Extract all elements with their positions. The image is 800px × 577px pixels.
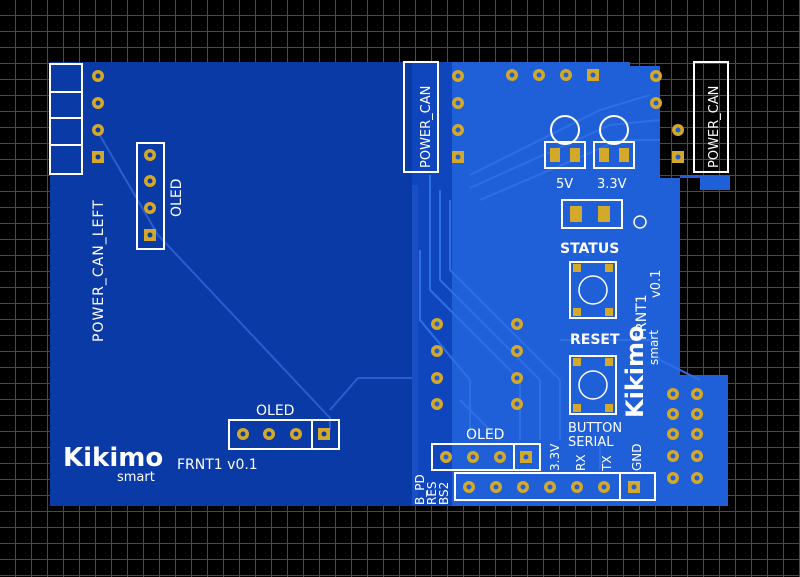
oled-vertical-header: [136, 142, 165, 250]
right-brand-sub: smart: [647, 330, 661, 365]
pin-label-bs2: BS2: [437, 482, 451, 505]
oled-horizontal-header: [228, 419, 340, 450]
right-via-dots: [412, 185, 418, 505]
right-oled-label: OLED: [466, 427, 504, 443]
status-led: [561, 199, 647, 229]
led-3v3-label: 3.3V: [597, 177, 627, 192]
pin-label-b-pd: B_PD: [413, 474, 427, 505]
right-brand-logo: Kikimo: [621, 325, 649, 418]
left-brand-logo: Kikimo: [63, 443, 163, 473]
reset-label: RESET: [570, 332, 620, 348]
right-oled-header: [431, 443, 541, 471]
pin-label-3v3: 3.3V: [548, 443, 562, 471]
serial-label: SERIAL: [568, 435, 614, 450]
serial-header: [454, 472, 656, 501]
top-pin-header: [506, 69, 599, 81]
power-can-connector-left: [403, 61, 464, 173]
oled-horizontal-label: OLED: [256, 403, 294, 419]
left-board: POWER_CAN_LEFT OLED OLED Kikimo smart FR…: [49, 62, 412, 506]
status-label: STATUS: [560, 241, 619, 257]
left-board-substrate: [50, 62, 412, 506]
left-brand-sub: smart: [117, 470, 155, 485]
module-header-left: [431, 318, 523, 410]
led-5v: [544, 115, 586, 169]
power-can-right-connector-label: POWER_CAN: [707, 86, 722, 168]
button-label: BUTTON: [568, 421, 622, 436]
oled-vertical-label: OLED: [169, 179, 185, 217]
pin-label-rx: RX: [574, 454, 588, 471]
led-5v-label: 5V: [556, 177, 573, 192]
left-trace-bridge: [329, 377, 412, 411]
frnt-version: v0.1: [649, 270, 664, 298]
frnt-label: FRNT1: [634, 294, 650, 340]
right-board: POWER_CAN POWER_CAN: [403, 61, 730, 506]
power-can-left-label: POWER_CAN_LEFT: [91, 199, 107, 342]
pin-label-gnd: GND: [630, 443, 644, 471]
reset-button-footprint: [569, 261, 617, 319]
power-can-left-connector: [49, 63, 104, 175]
power-can-connector-right: [650, 61, 729, 173]
power-can-left-connector-label: POWER_CAN: [419, 86, 434, 168]
left-trace: [97, 131, 331, 430]
led-3v3: [593, 115, 635, 169]
pin-label-res: RES: [425, 481, 439, 505]
expansion-header: [667, 388, 703, 484]
right-traces: [419, 94, 701, 470]
left-version-label: FRNT1 v0.1: [177, 457, 258, 473]
user-button-footprint: [569, 355, 617, 415]
pin-label-tx: TX: [600, 455, 614, 472]
